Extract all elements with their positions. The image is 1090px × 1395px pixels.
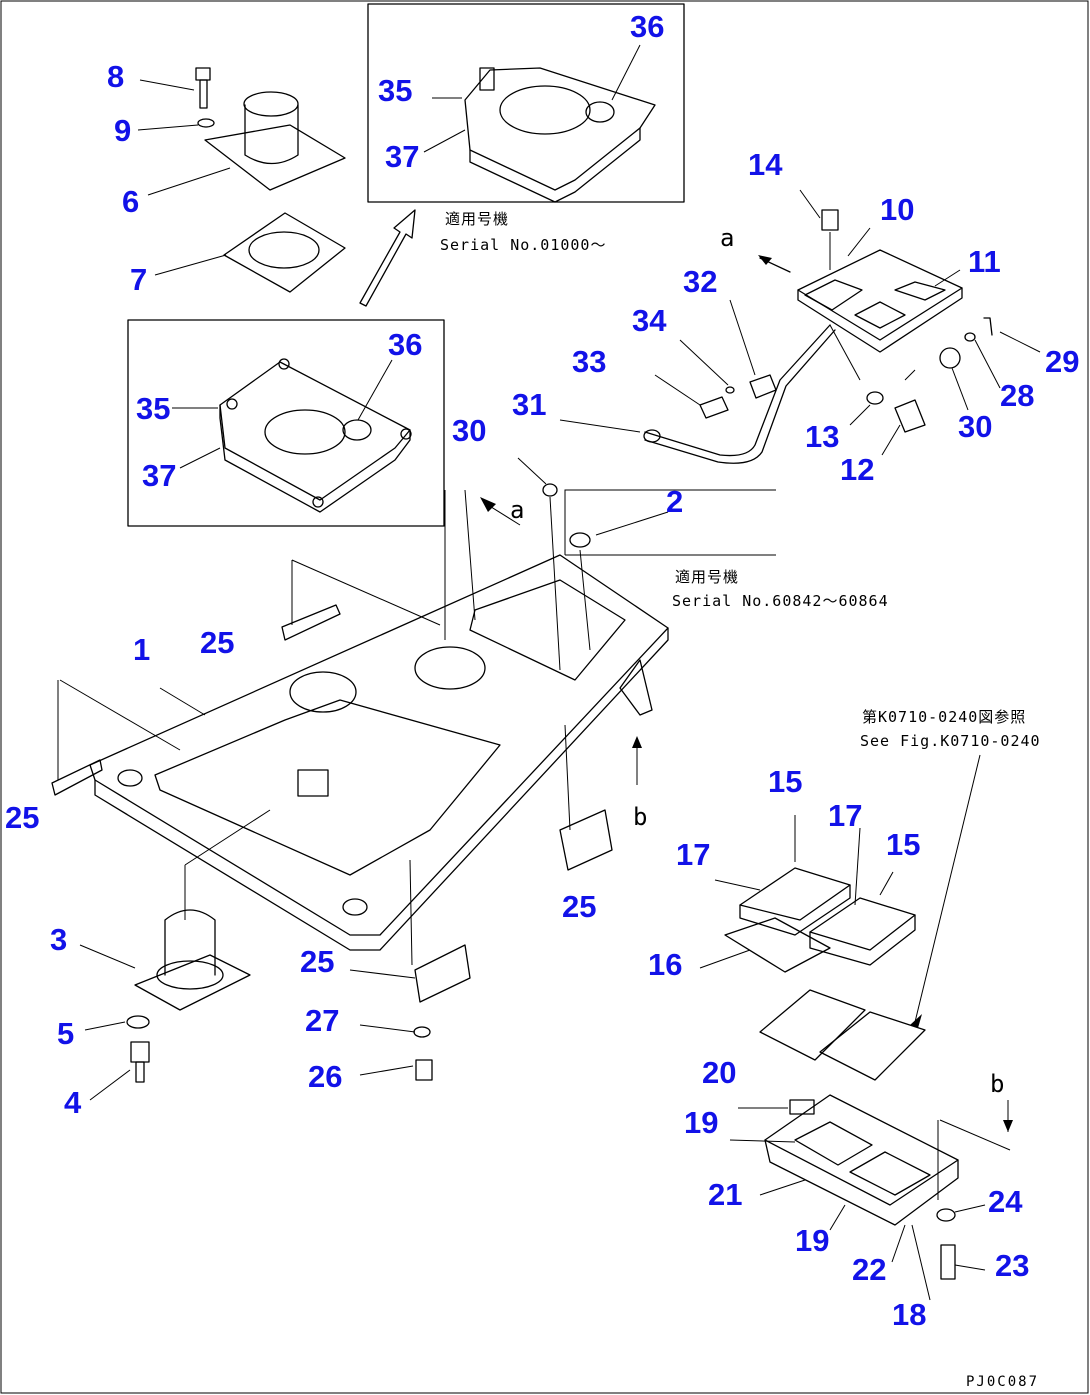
view-marker-a-frame: a	[510, 496, 525, 524]
callout-26: 26	[308, 1059, 342, 1094]
callout-17-right: 17	[828, 798, 862, 833]
callout-6: 6	[122, 184, 139, 219]
callout-15-right: 15	[886, 827, 920, 862]
callout-32: 32	[683, 264, 717, 299]
callout-3: 3	[50, 922, 67, 957]
callout-24: 24	[988, 1184, 1023, 1219]
callout-20: 20	[702, 1055, 736, 1090]
callout-14: 14	[748, 147, 783, 182]
callout-19-bottom: 19	[795, 1223, 829, 1258]
inset-frame-top	[367, 3, 685, 203]
callout-15-left: 15	[768, 764, 802, 799]
callout-29: 29	[1045, 344, 1079, 379]
bracket-25-left	[51, 759, 103, 796]
callout-37-top: 37	[385, 139, 419, 174]
callout-labels: 8 9 6 7 35 37 36 36 35 37 14 10 11 32 34…	[5, 9, 1079, 1332]
inset-serial-60842: 適用号機 Serial No.60842～60864	[564, 489, 889, 610]
serial-heading-2: 適用号機	[675, 568, 739, 586]
drawing-code: PJ0C087	[966, 1374, 1039, 1390]
mount-upper	[137, 67, 346, 293]
callout-5: 5	[57, 1016, 74, 1051]
view-marker-b-tray: b	[990, 1070, 1005, 1098]
callout-35-left: 35	[136, 391, 170, 426]
callout-12: 12	[840, 452, 874, 487]
callout-34: 34	[632, 303, 667, 338]
callout-7: 7	[130, 262, 147, 297]
serial-range-2: Serial No.60842～60864	[672, 592, 889, 610]
view-marker-a-top: a	[720, 224, 735, 252]
callout-19-top: 19	[684, 1105, 718, 1140]
bracket-25-lower	[414, 944, 471, 1003]
callout-13: 13	[805, 419, 839, 454]
callout-25-left: 25	[5, 800, 39, 835]
inset-arrow	[359, 209, 416, 307]
callout-25-right: 25	[562, 889, 596, 924]
battery-tray	[729, 1094, 1011, 1301]
bracket-25-upper	[281, 604, 341, 641]
callout-16: 16	[648, 947, 682, 982]
callout-36-left: 36	[388, 327, 422, 362]
view-marker-b-frame: b	[633, 803, 648, 831]
callout-25-upper: 25	[200, 625, 234, 660]
battery-assembly	[699, 815, 926, 1081]
callout-35-top: 35	[378, 73, 412, 108]
callout-27: 27	[305, 1003, 339, 1038]
callout-9: 9	[114, 113, 131, 148]
callout-28: 28	[1000, 378, 1034, 413]
callout-8: 8	[107, 59, 124, 94]
callout-22: 22	[852, 1252, 886, 1287]
callout-17-left: 17	[676, 837, 710, 872]
callout-18: 18	[892, 1297, 926, 1332]
control-box-assembly	[559, 189, 1041, 464]
frame-top-face	[89, 554, 669, 936]
callout-4: 4	[64, 1085, 82, 1120]
callout-10: 10	[880, 192, 914, 227]
callout-21: 21	[708, 1177, 742, 1212]
serial-heading-1: 適用号機	[445, 210, 509, 228]
bracket-25-right	[559, 809, 613, 871]
see-figure-jp: 第K0710-0240図参照	[862, 708, 1026, 726]
mount-lower	[79, 809, 271, 1101]
inset-cover-left	[127, 319, 445, 527]
callout-30-right: 30	[958, 409, 992, 444]
serial-range-1: Serial No.01000～	[440, 236, 606, 254]
callout-37-left: 37	[142, 458, 176, 493]
callout-31: 31	[512, 387, 546, 422]
see-figure-en: See Fig.K0710-0240	[860, 732, 1041, 750]
callout-2: 2	[666, 484, 683, 519]
callout-23: 23	[995, 1248, 1029, 1283]
inset-serial-01000	[367, 3, 685, 203]
inset-frame-left	[127, 319, 445, 527]
callout-36-top: 36	[630, 9, 664, 44]
callout-11: 11	[968, 244, 1001, 279]
callout-30-left: 30	[452, 413, 486, 448]
main-floor-frame	[89, 554, 669, 951]
callout-25-lower: 25	[300, 944, 334, 979]
callout-33: 33	[572, 344, 606, 379]
callout-1: 1	[133, 632, 150, 667]
